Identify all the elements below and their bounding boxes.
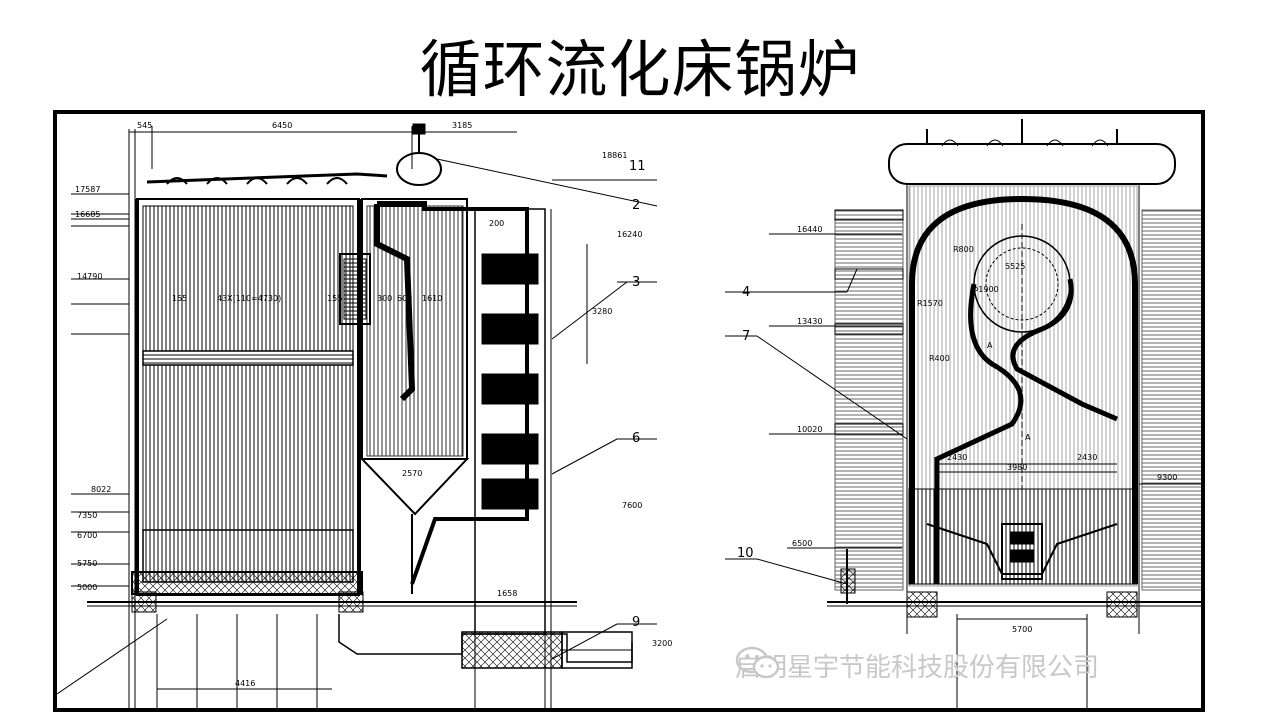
callout-number: 2 (632, 198, 640, 213)
dim-label: 155 (327, 294, 342, 303)
watermark: 启明星宇节能科技股份有限公司 (735, 645, 1099, 685)
callout-number: 4 (742, 285, 750, 300)
dim-label: 16685 (75, 210, 100, 219)
dim-label: 16240 (617, 230, 642, 239)
callout-number: 6 (632, 431, 640, 446)
right-callout-numbers: 4 7 10 (737, 285, 754, 561)
callout-number: 3 (632, 275, 640, 290)
wechat-icon (735, 646, 780, 679)
dim-label: 13430 (797, 317, 822, 326)
dim-label: 545 (137, 121, 152, 130)
dim-label: 5000 (77, 583, 97, 592)
dim-label: 17587 (75, 185, 100, 194)
dim-label: A (1025, 433, 1031, 442)
dim-label: 7350 (77, 511, 97, 520)
boiler-drawing: 545 6450 3185 18861 17587 16685 14790 20… (53, 110, 1205, 712)
dim-label: 3280 (592, 307, 612, 316)
dim-label: 6500 (792, 539, 812, 548)
dim-label: 600 (397, 294, 412, 303)
dim-label: 4416 (235, 679, 255, 688)
dim-label: 8022 (91, 485, 111, 494)
dim-label: 2570 (402, 469, 422, 478)
dim-label: 3185 (452, 121, 472, 130)
dim-label: R800 (953, 245, 974, 254)
callout-number: 7 (742, 329, 750, 344)
callout-number: 11 (629, 159, 646, 174)
right-dimension-labels: 16440 13430 10020 R800 5525 Φ1900 R1570 … (792, 225, 1177, 634)
dim-label: 2430 (1077, 453, 1097, 462)
dim-label: 9300 (1157, 473, 1177, 482)
dim-label: 200 (489, 219, 504, 228)
callout-number: 9 (632, 615, 640, 630)
dim-label: 1658 (497, 589, 517, 598)
dim-label: 43X(110=4730) (217, 294, 281, 303)
dim-label: 6700 (77, 531, 97, 540)
dim-label: Φ1900 (972, 285, 999, 294)
watermark-text: 启明星宇节能科技股份有限公司 (735, 652, 1100, 683)
dim-label: 6450 (272, 121, 292, 130)
left-dimension-labels: 545 6450 3185 18861 17587 16685 14790 20… (75, 121, 672, 688)
boiler-drawing-svg: 545 6450 3185 18861 17587 16685 14790 20… (57, 119, 1201, 708)
dim-label: 7600 (622, 501, 642, 510)
dim-label: 16440 (797, 225, 822, 234)
dim-label: 10020 (797, 425, 822, 434)
dim-label: 300 (377, 294, 392, 303)
dim-label: A (987, 341, 993, 350)
dim-label: 14790 (77, 272, 102, 281)
dim-label: 18861 (602, 151, 627, 160)
dim-label: 2430 (947, 453, 967, 462)
dim-label: 3200 (652, 639, 672, 648)
dim-label: 5750 (77, 559, 97, 568)
callout-number: 10 (737, 546, 754, 561)
dim-label: R1570 (917, 299, 943, 308)
dim-label: 155 (172, 294, 187, 303)
dim-label: 5525 (1005, 262, 1025, 271)
left-callout-numbers: 11 2 3 6 9 (629, 159, 646, 630)
dim-label: 3980 (1007, 463, 1027, 472)
right-elevation-view (725, 119, 1201, 708)
page-title: 循环流化床锅炉 (419, 33, 861, 106)
dim-label: 5700 (1012, 625, 1032, 634)
left-elevation-view (57, 123, 658, 708)
dim-label: 1610 (422, 294, 442, 303)
dim-label: R400 (929, 354, 950, 363)
